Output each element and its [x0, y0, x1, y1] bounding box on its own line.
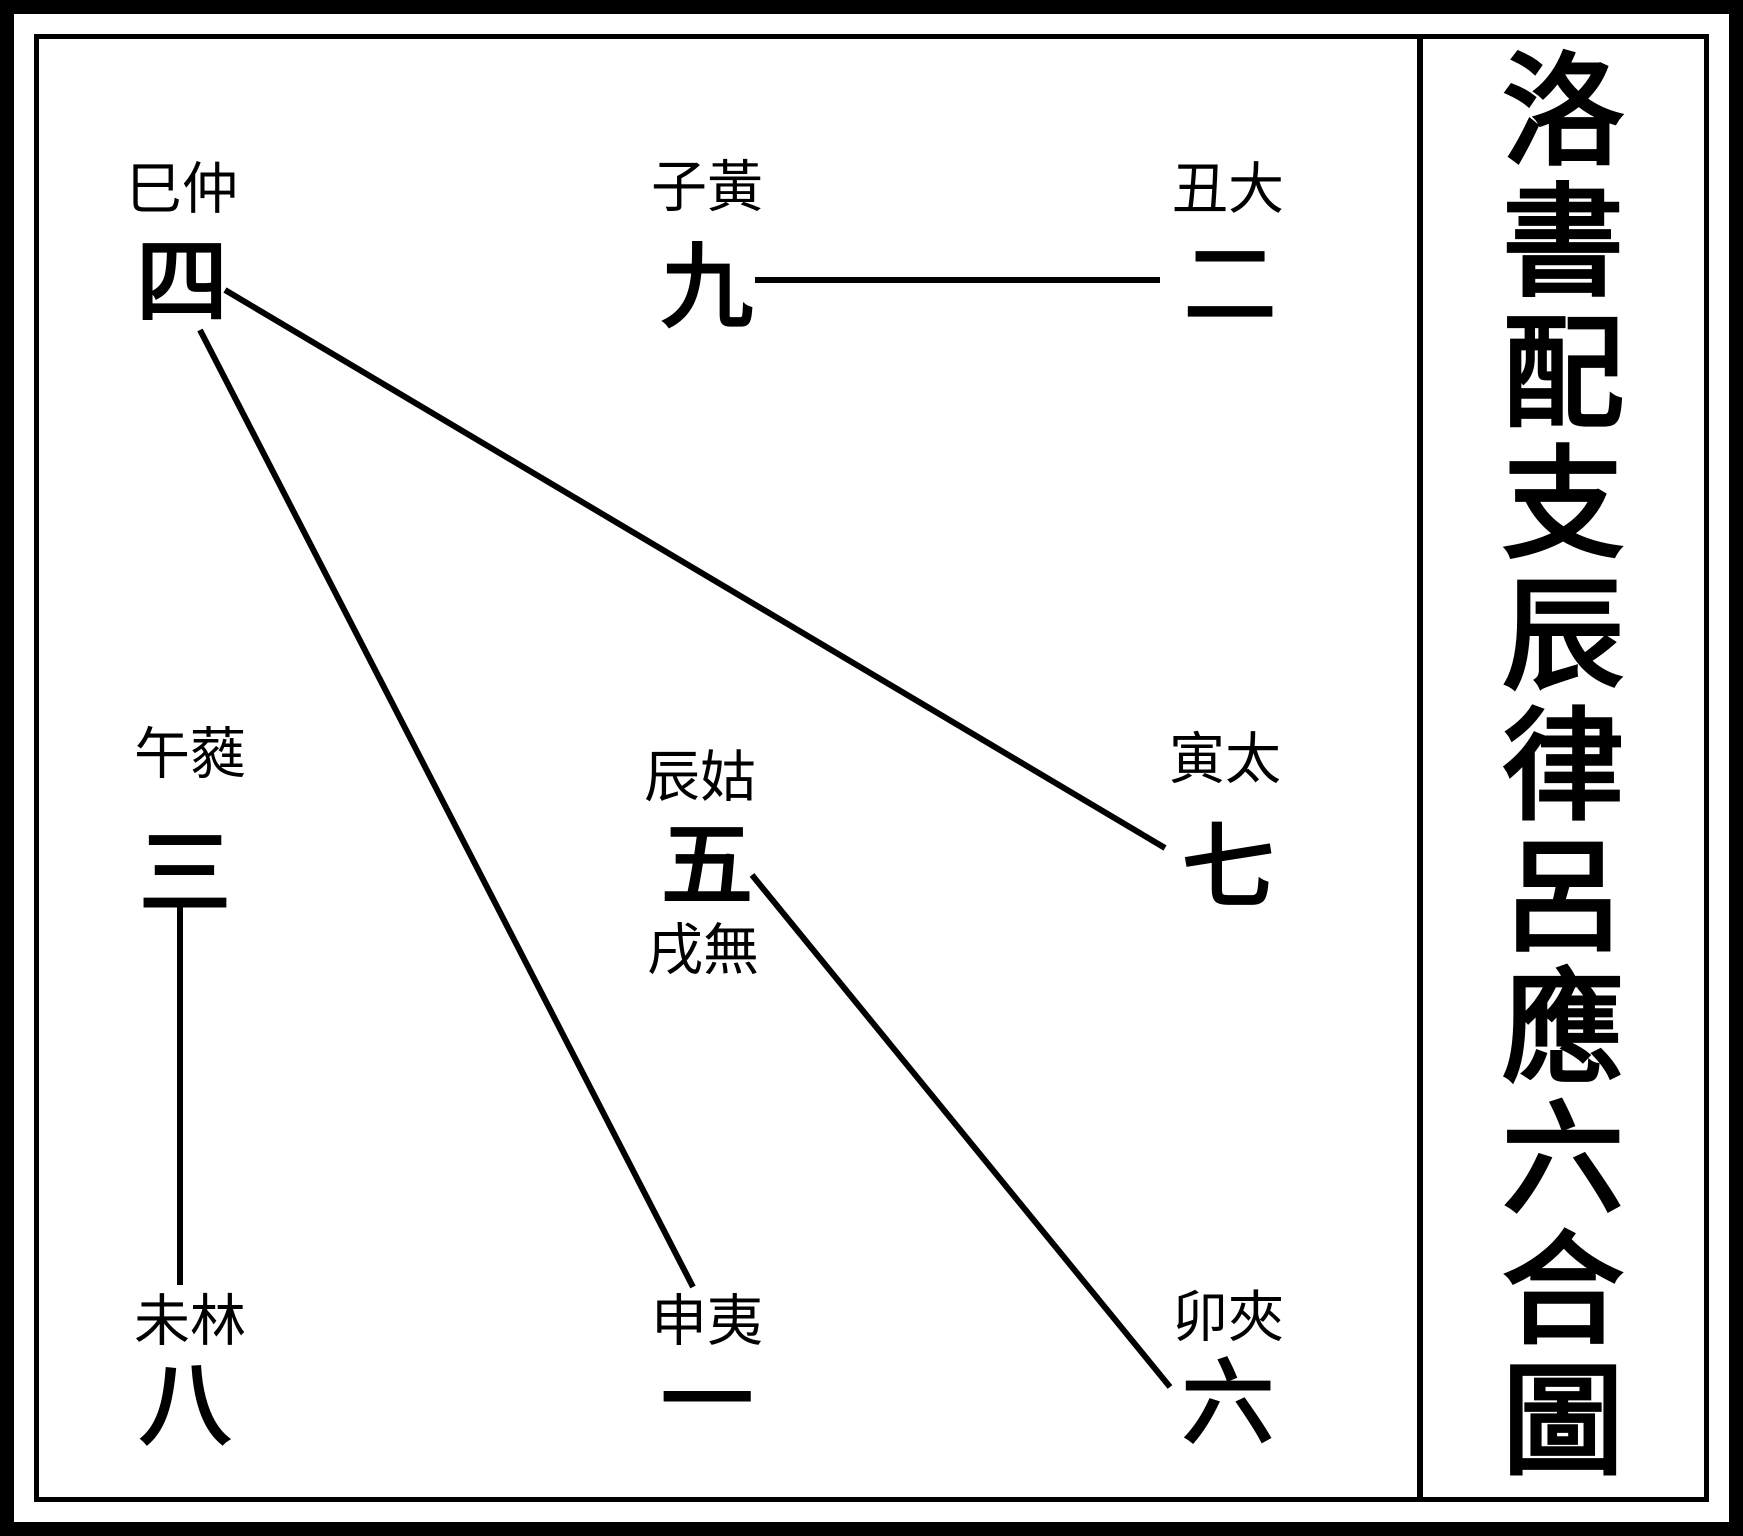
numeral-n9: 九	[661, 233, 753, 341]
numeral-n2: 二	[1184, 231, 1276, 339]
connection-n5-n6	[749, 873, 1173, 1389]
label-n1: 申夷	[651, 1290, 763, 1355]
title-char: 合	[1502, 1218, 1624, 1362]
title-char: 呂	[1502, 825, 1624, 969]
label-n3: 午蕤	[134, 723, 246, 788]
label-n6: 卯夾	[1172, 1286, 1284, 1351]
label-n7: 寅太	[1169, 728, 1281, 793]
numeral-n8: 八	[139, 1351, 232, 1459]
label-n8: 未林	[134, 1290, 246, 1355]
numeral-n4: 四	[136, 228, 228, 336]
title-column: 洛書配支辰律呂應六合圖	[1423, 50, 1703, 1490]
title-char: 辰	[1502, 563, 1624, 707]
title-char: 六	[1502, 1087, 1624, 1231]
numeral-n3: 三	[139, 819, 231, 927]
label-n5: 辰姑	[644, 746, 756, 811]
numeral-n6: 六	[1182, 1349, 1274, 1457]
numeral-n5: 五	[661, 811, 753, 919]
title-divider	[1417, 34, 1423, 1502]
numeral-n7: 七	[1182, 813, 1274, 921]
label-n9: 子黃	[651, 156, 763, 221]
title-char: 圖	[1502, 1349, 1624, 1493]
label-below-n5: 戌無	[647, 919, 759, 984]
title-char: 書	[1502, 170, 1624, 314]
title-char: 支	[1502, 432, 1624, 576]
label-n4: 巳仲	[126, 158, 238, 223]
title-char: 洛	[1502, 39, 1624, 183]
title-char: 應	[1502, 956, 1624, 1100]
title-char: 律	[1502, 694, 1624, 838]
numeral-n1: 一	[661, 1346, 753, 1454]
title-char: 配	[1502, 301, 1624, 445]
connection-n4-n1	[197, 328, 696, 1289]
label-n2: 丑大	[1172, 158, 1284, 223]
connection-lines	[177, 277, 1173, 1389]
connection-n4-n7	[223, 287, 1167, 851]
inner-frame	[34, 34, 1709, 1502]
